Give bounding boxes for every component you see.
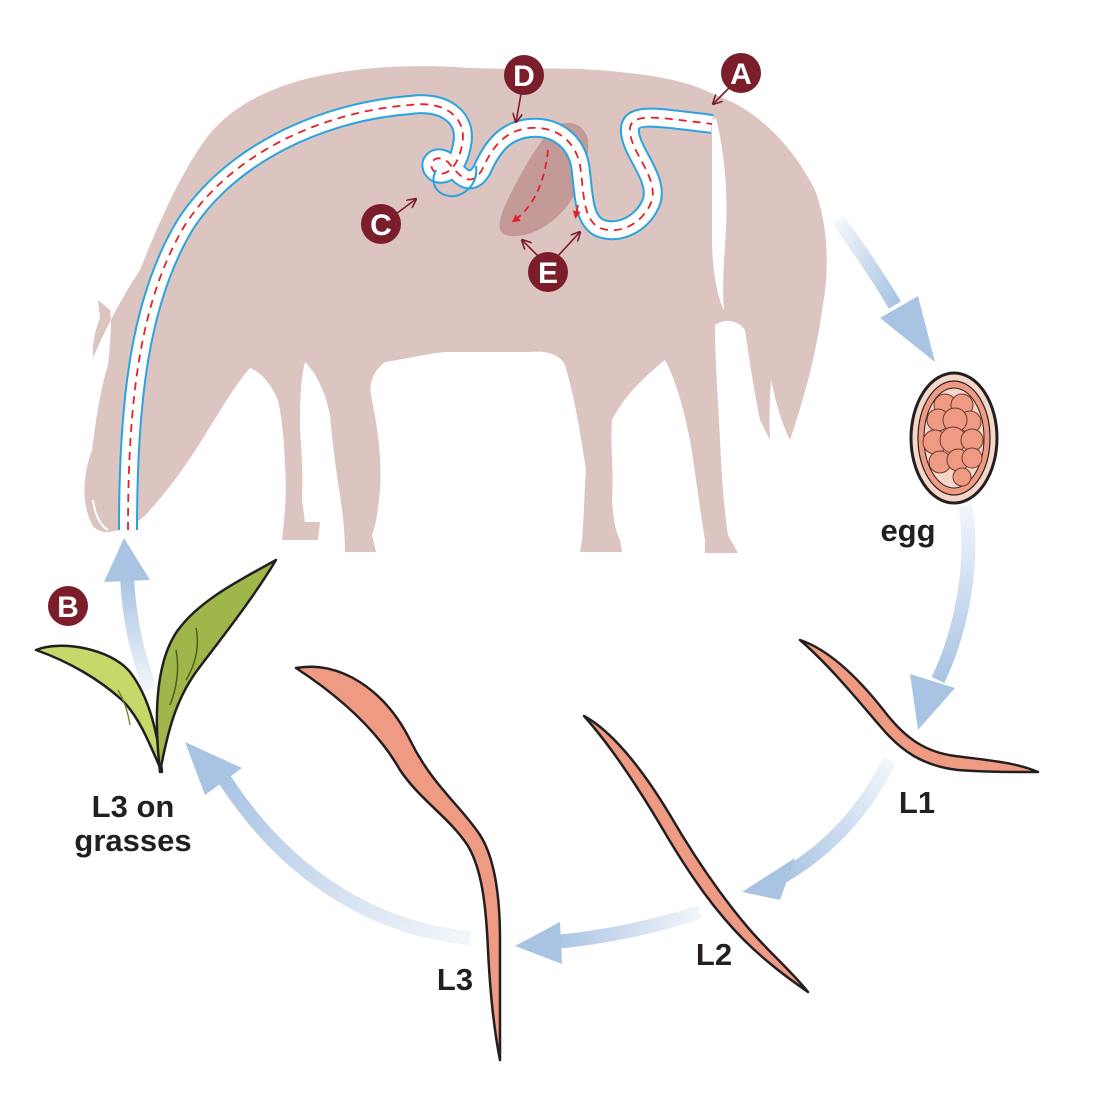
arrow-egg-to-l1-head bbox=[910, 674, 955, 730]
arrow-l2-to-l3-head bbox=[515, 922, 562, 964]
larva-l2 bbox=[582, 714, 810, 994]
cycle-arrows bbox=[104, 215, 976, 964]
stomach-migration-arrow bbox=[511, 149, 549, 223]
marker-b-letter: B bbox=[57, 591, 79, 624]
marker-a-letter: A bbox=[730, 58, 752, 91]
marker-a: A bbox=[713, 53, 761, 104]
arrow-l1-to-l2-head bbox=[742, 858, 795, 900]
arrow-l3-to-grasses-head bbox=[185, 742, 242, 795]
egg-illustration bbox=[909, 371, 999, 505]
label-l3-on-grasses-line1: L3 on bbox=[92, 789, 175, 824]
marker-e-letter: E bbox=[538, 257, 558, 290]
marker-b: B bbox=[48, 586, 88, 626]
marker-c: C bbox=[361, 199, 416, 244]
marker-c-letter: C bbox=[370, 209, 392, 242]
marker-e: E bbox=[522, 232, 580, 292]
arrow-l1-to-l2 bbox=[776, 756, 897, 885]
label-l2: L2 bbox=[696, 937, 732, 972]
migration-path bbox=[127, 103, 713, 531]
label-l3-on-grasses-line2: grasses bbox=[74, 823, 191, 858]
digestive-tract bbox=[118, 94, 715, 531]
label-l1: L1 bbox=[899, 785, 935, 820]
marker-d-letter: D bbox=[513, 60, 535, 93]
grass-blades bbox=[34, 558, 278, 774]
arrow-l3-to-grasses bbox=[219, 776, 471, 945]
label-egg: egg bbox=[880, 513, 935, 548]
stage-labels: egg L1 L2 L3 L3 on grasses bbox=[74, 513, 935, 997]
marker-d: D bbox=[504, 55, 544, 122]
label-l3: L3 bbox=[437, 962, 473, 997]
arrow-grasses-to-host bbox=[120, 577, 157, 693]
larva-l3 bbox=[294, 665, 502, 1062]
larva-l1 bbox=[798, 638, 1040, 774]
arrow-host-to-egg-head bbox=[880, 296, 935, 362]
arrow-l2-to-l3 bbox=[554, 905, 703, 949]
arrow-egg-to-l1 bbox=[931, 503, 976, 684]
arrow-host-to-egg bbox=[832, 215, 902, 309]
arrow-grasses-to-host-head bbox=[104, 538, 150, 582]
